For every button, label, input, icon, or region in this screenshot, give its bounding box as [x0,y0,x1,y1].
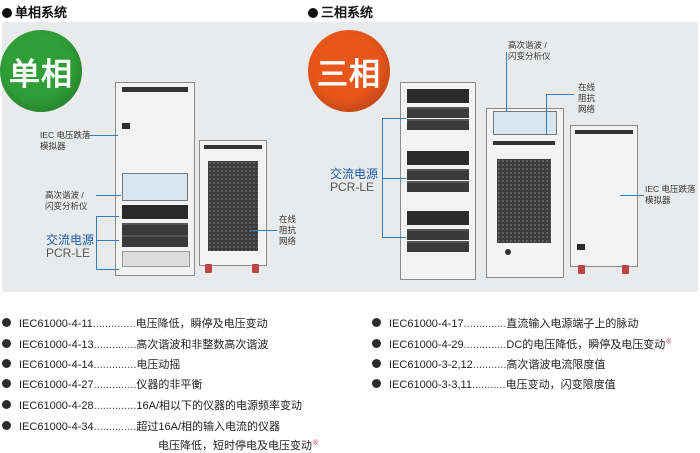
foot-icon [252,264,259,273]
foot-icon [578,265,585,274]
single-phase-main-cabinet [115,82,195,276]
vent-grille [497,159,551,243]
ac-source-label: 交流电源 [330,167,379,181]
power-source-unit [407,151,469,165]
list-item-continuation: 电压降低，短时停电及电压变动※ [158,438,319,452]
list-item: IEC61000-4-27..............仪器的非平衡 [2,376,202,392]
bullet-icon [372,318,381,327]
list-item: IEC61000-4-29..............DC的电压降低，瞬停及电压… [372,336,672,352]
harmonic-analyzer-label: 高次谐波 /闪变分析仪 [508,40,551,61]
list-item: IEC61000-4-17..............直流输入电源端子上的脉动 [372,315,638,331]
list-item: IEC61000-4-14..............电压动摇 [2,356,180,372]
foot-icon [205,264,212,273]
ac-source-model: PCR-LE [46,246,91,260]
leader-line [96,269,119,270]
rack-shelf [407,169,469,180]
power-source-unit [122,205,188,219]
power-source-unit [407,89,469,103]
foot-icon [622,265,629,274]
leader-line [382,118,406,119]
rack-shelf [407,181,469,192]
list-item: IEC61000-4-28..............16A/相以下的仪器的电源… [2,397,302,413]
single-phase-badge: 单相 [0,30,82,112]
bullet-icon [2,359,11,368]
brand-plate [493,141,555,145]
leader-line [250,230,277,231]
list-item: IEC61000-4-34..............超过16A/相的输入电流的… [2,418,280,434]
bullet-icon [372,339,381,348]
leader-line [546,94,547,134]
impedance-network-label: 在线阻抗网络 [279,214,297,246]
list-item: IEC61000-3-3,11...........电压变动，闪变限度值 [372,376,616,392]
list-item: IEC61000-3-2,12...........高次谐波电流限度值 [372,356,605,372]
brand-plate [204,145,262,149]
bullet-icon [2,400,11,409]
rack-shelf [407,107,469,118]
leader-bracket [96,216,97,270]
leader-line [96,195,121,196]
impedance-network-label: 在线阻抗网络 [578,82,596,114]
list-item: IEC61000-4-11..............电压降低，瞬停及电压变动 [2,315,268,331]
bullet-icon [2,421,11,430]
three-phase-title: 三相系统 [308,2,373,21]
iec-simulator-label: IEC 电压跌落模拟器 [40,130,91,151]
bullet-icon [372,359,381,368]
bullet-icon [2,318,11,327]
brand-plate [575,130,633,134]
bullet-icon [2,339,11,348]
leader-line [506,52,507,112]
harmonic-analyzer-label: 高次谐波 /闪变分析仪 [45,190,88,211]
rack-shelf [122,223,188,235]
power-source-unit [407,211,469,225]
three-phase-iec-simulator [570,125,638,267]
bullet-icon [2,8,12,18]
leader-line [96,216,119,217]
rack-shelf [407,241,469,252]
three-phase-badge: 三相 [308,30,390,112]
ac-source-model: PCR-LE [330,180,375,194]
ac-source-label: 交流电源 [46,233,95,247]
leader-line [382,178,406,179]
terminal-panel [122,251,190,267]
power-switch-icon [505,249,511,255]
three-phase-source-rack [400,82,476,280]
list-item: IEC61000-4-13..............高次谐波和非整数高次谐波 [2,336,268,352]
leader-line [546,94,574,95]
bullet-icon [308,8,318,18]
power-switch-icon [577,244,585,250]
rack-shelf [407,229,469,240]
iec-simulator-label: IEC 电压跌落模拟器 [645,184,696,205]
rack-shelf [407,119,469,130]
bullet-icon [372,379,381,388]
leader-line [96,240,119,241]
power-switch-icon [122,123,130,129]
vent-grille [208,161,258,251]
single-phase-impedance-unit [199,140,267,266]
brand-plate [122,87,188,92]
leader-line [382,237,406,238]
leader-line [620,195,644,196]
rack-shelf [122,235,188,247]
analyzer-screen [493,111,557,135]
leader-line [90,135,118,136]
single-phase-title: 单相系统 [2,2,67,21]
analyzer-screen [122,173,188,201]
bullet-icon [2,379,11,388]
three-phase-analyzer-cabinet [486,108,564,278]
